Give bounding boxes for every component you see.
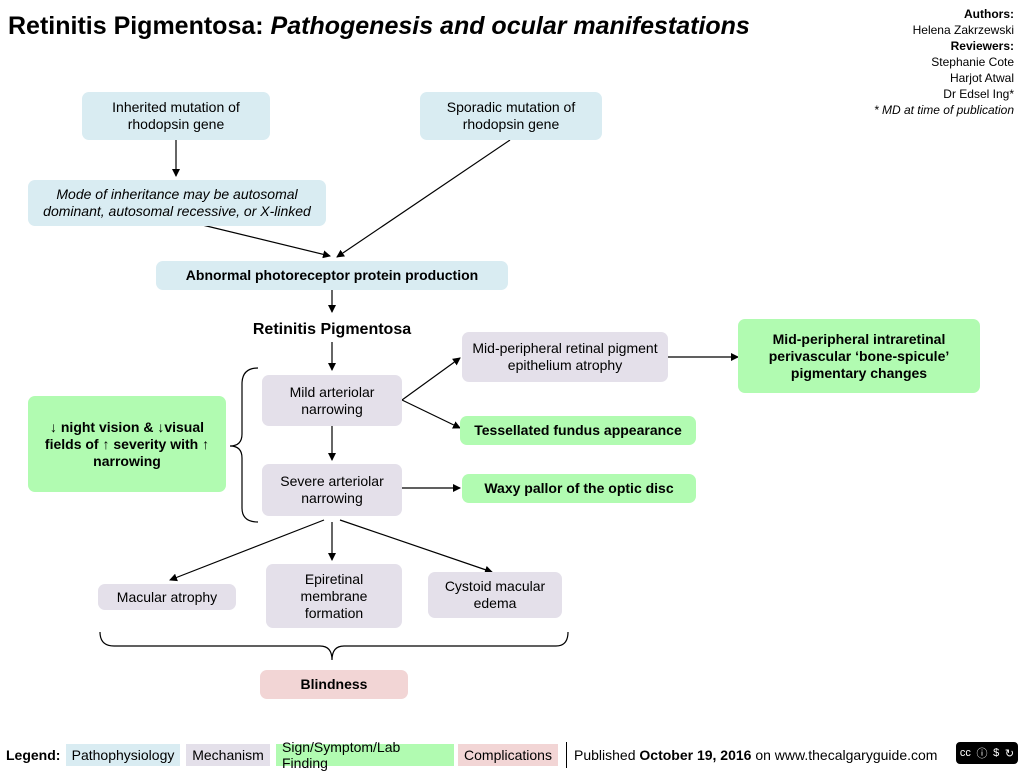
legend-sign-symptom: Sign/Symptom/Lab Finding	[276, 739, 454, 771]
published-prefix: Published	[574, 747, 636, 763]
published-info: Published October 19, 2016 on www.thecal…	[574, 744, 937, 766]
published-date: October 19, 2016	[639, 747, 752, 763]
reviewer-name: Stephanie Cote	[931, 55, 1014, 69]
node-rpe-atrophy: Mid-peripheral retinal pigment epitheliu…	[462, 332, 668, 382]
arrow-mode-to-protein	[189, 221, 331, 259]
credits-note: * MD at time of publication	[873, 103, 1014, 117]
node-inherited-mutation: Inherited mutation of rhodopsin gene	[82, 92, 270, 140]
node-cystoid-macular-edema: Cystoid macular edema	[428, 572, 562, 618]
arrow-sporadic-to-protein	[336, 139, 511, 258]
node-waxy-pallor: Waxy pallor of the optic disc	[462, 474, 696, 503]
node-severe-narrowing: Severe arteriolar narrowing	[262, 464, 402, 516]
reviewer-name: Harjot Atwal	[949, 71, 1014, 85]
node-sporadic-mutation: Sporadic mutation of rhodopsin gene	[420, 92, 602, 140]
arrow-severe-to-cme	[339, 519, 493, 574]
brace-narrowing	[229, 367, 259, 523]
author-name: Helena Zakrzewski	[912, 23, 1014, 37]
node-bone-spicule: Mid-peripheral intraretinal perivascular…	[738, 319, 980, 393]
node-tessellated-fundus: Tessellated fundus appearance	[460, 416, 696, 445]
legend-pathophysiology: Pathophysiology	[66, 744, 180, 766]
credits-block: Authors: Helena Zakrzewski Reviewers: St…	[874, 6, 1014, 118]
legend-mechanism: Mechanism	[186, 744, 270, 766]
legend-divider	[566, 742, 567, 768]
node-retinitis-pigmentosa: Retinitis Pigmentosa	[252, 320, 412, 338]
title-subtitle: Pathogenesis and ocular manifestations	[270, 12, 750, 40]
legend-complications: Complications	[458, 744, 558, 766]
arrow-severe-to-macular	[169, 519, 325, 582]
page-title: Retinitis Pigmentosa: Pathogenesis and o…	[8, 12, 750, 41]
node-blindness: Blindness	[260, 670, 408, 699]
arrow-mild-to-tessellated	[401, 399, 461, 429]
published-site: on www.thecalgaryguide.com	[755, 747, 938, 763]
brace-complications	[99, 631, 569, 661]
reviewer-name: Dr Edsel Ing*	[943, 87, 1014, 101]
reviewers-label: Reviewers:	[950, 39, 1014, 53]
node-epiretinal-membrane: Epiretinal membrane formation	[266, 564, 402, 628]
node-inheritance-mode: Mode of inheritance may be autosomal dom…	[28, 180, 326, 226]
authors-label: Authors:	[964, 7, 1014, 21]
title-main: Retinitis Pigmentosa:	[8, 12, 264, 40]
node-night-vision: ↓ night vision & ↓visual fields of ↑ sev…	[28, 396, 226, 492]
legend-bar: Legend: Pathophysiology Mechanism Sign/S…	[0, 739, 1024, 771]
node-macular-atrophy: Macular atrophy	[98, 584, 236, 610]
legend-label: Legend:	[6, 747, 61, 763]
node-abnormal-protein: Abnormal photoreceptor protein productio…	[156, 261, 508, 290]
arrow-mild-to-rpe	[401, 357, 461, 401]
node-mild-narrowing: Mild arteriolar narrowing	[262, 375, 402, 426]
